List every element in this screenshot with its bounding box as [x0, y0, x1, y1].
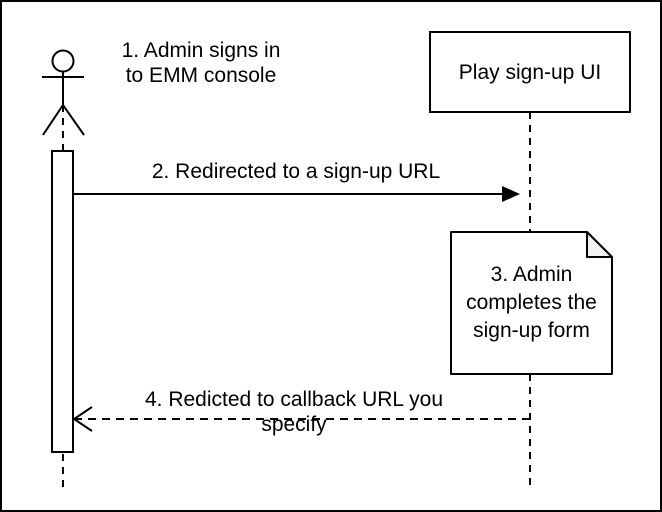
- actor-head: [51, 49, 75, 73]
- note-shape: [450, 231, 613, 375]
- message-arrow-step4: [72, 406, 530, 432]
- note-label-step3: 3. Admin completes the sign-up form: [466, 263, 597, 342]
- filled-arrowhead-icon: [502, 186, 520, 202]
- note-folded-corner: [586, 231, 613, 258]
- message-label-step2: 2. Redirected to a sign-up URL: [151, 160, 441, 183]
- participant-label-play-signup-ui: Play sign-up UI: [458, 60, 602, 84]
- message-label-step1: 1. Admin signs in to EMM console: [121, 39, 281, 87]
- open-arrowhead-icon: [72, 406, 93, 432]
- note-page: [450, 231, 613, 375]
- play-signup-ui-box: [429, 31, 631, 113]
- message-label-step4: 4. Redicted to callback URL you specify: [144, 388, 444, 436]
- message-arrow-step2: [73, 186, 520, 202]
- actor-activation-bar: [51, 150, 74, 453]
